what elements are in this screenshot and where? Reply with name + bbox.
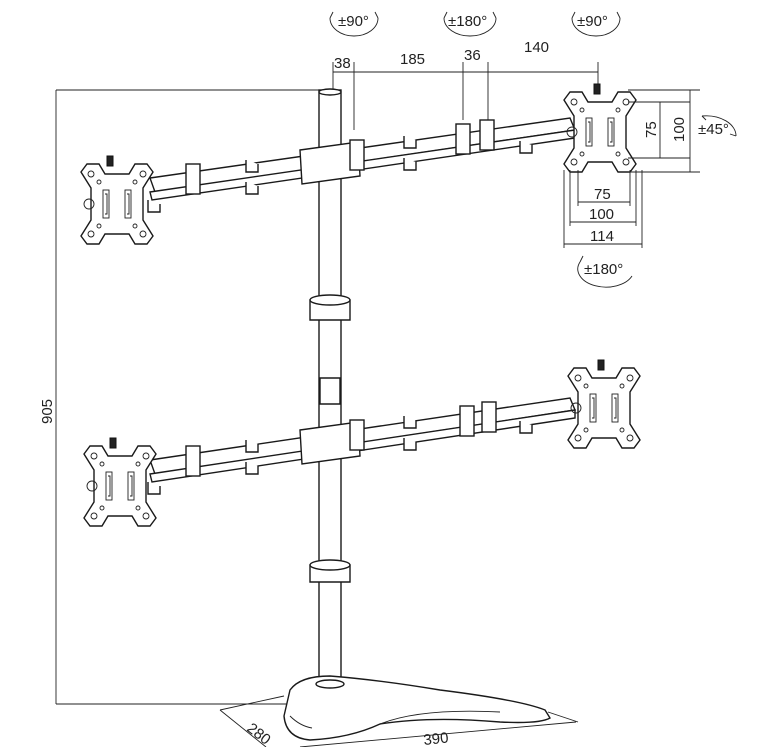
- dim-905-height: 905: [39, 399, 56, 424]
- rotation-swivel: ±180°: [584, 261, 623, 278]
- vesa-dimension-lines: [563, 89, 700, 248]
- dim-185: 185: [400, 51, 425, 68]
- dim-36: 36: [464, 47, 481, 64]
- dim-vesa-v-75: 75: [643, 121, 660, 138]
- upper-arm: [147, 117, 576, 213]
- vesa-plate-top-right: [563, 83, 637, 173]
- tilt-indicator: [701, 115, 737, 137]
- dim-vesa-h-100: 100: [589, 206, 614, 223]
- rotation-center-arm-group: ±180°: [443, 11, 497, 37]
- dim-plate-width-114: 114: [590, 228, 614, 245]
- base-dimension-lines: [219, 695, 579, 747]
- top-dimension-chain: [332, 62, 599, 130]
- dim-38: 38: [334, 55, 351, 72]
- rotation-left-arm: ±90°: [338, 13, 369, 30]
- dim-vesa-h-75: 75: [594, 186, 611, 203]
- dim-base-width-390: 390: [423, 729, 450, 747]
- vesa-plate-top-left: [80, 155, 154, 245]
- lower-arm: [147, 397, 576, 495]
- swivel-indicator: [577, 255, 633, 288]
- rotation-center-arm: ±180°: [448, 13, 487, 30]
- height-dimension-lines: [55, 89, 320, 705]
- vesa-plate-bottom-left: [83, 437, 157, 527]
- dim-140: 140: [524, 39, 549, 56]
- dim-vesa-v-100: 100: [671, 117, 688, 142]
- rotation-right-arm-group: ±90°: [571, 11, 621, 37]
- rotation-tilt: ±45°: [698, 121, 729, 138]
- rotation-right-arm: ±90°: [577, 13, 608, 30]
- stand-base: [283, 675, 551, 741]
- center-pole: [309, 88, 351, 687]
- dim-base-depth-280: 280: [244, 720, 274, 747]
- rotation-left-arm-group: ±90°: [329, 11, 379, 37]
- vesa-plate-bottom-right: [567, 359, 641, 449]
